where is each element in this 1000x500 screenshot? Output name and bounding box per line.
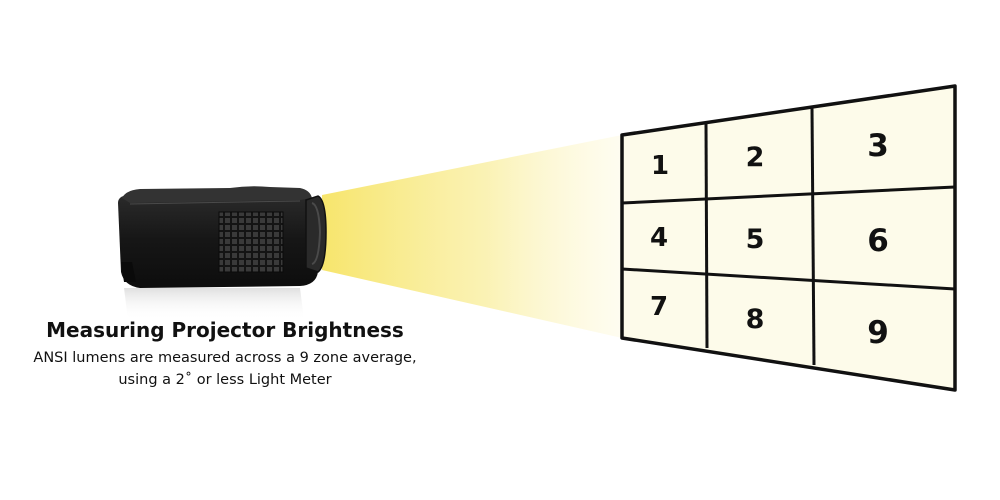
grid-line-horizontal-2 bbox=[621, 267, 956, 291]
lens-icon bbox=[305, 195, 327, 273]
zone-label: 8 bbox=[746, 304, 765, 335]
zone-label: 2 bbox=[746, 142, 765, 173]
caption-line-1: ANSI lumens are measured across a 9 zone… bbox=[33, 350, 417, 366]
zone-label: 1 bbox=[651, 151, 669, 181]
projector-lid bbox=[122, 186, 312, 203]
light-beam bbox=[322, 135, 622, 338]
zone-label: 5 bbox=[746, 224, 765, 255]
lens-ring bbox=[311, 202, 322, 265]
grid-line-vertical-2 bbox=[810, 107, 816, 366]
grid-line-horizontal-1 bbox=[621, 185, 956, 205]
zone-label: 9 bbox=[867, 315, 889, 351]
projector-icon bbox=[118, 186, 327, 320]
projector-foot bbox=[121, 262, 136, 282]
screen-surface bbox=[620, 84, 957, 392]
projector-body bbox=[118, 192, 318, 288]
zone-label: 7 bbox=[650, 292, 668, 322]
zone-label: 4 bbox=[650, 223, 668, 253]
zone-label: 6 bbox=[867, 223, 889, 259]
caption-line-2: using a 2˚ or less Light Meter bbox=[118, 372, 332, 388]
projection-screen: 1 2 3 4 5 6 7 8 9 bbox=[620, 84, 957, 392]
body-highlight bbox=[129, 200, 301, 205]
diagram-title: Measuring Projector Brightness bbox=[46, 318, 404, 342]
grid-line-vertical-1 bbox=[704, 122, 709, 349]
projector-reflection bbox=[124, 288, 304, 320]
zone-label: 3 bbox=[867, 128, 889, 164]
vent-grille-icon bbox=[218, 211, 284, 273]
